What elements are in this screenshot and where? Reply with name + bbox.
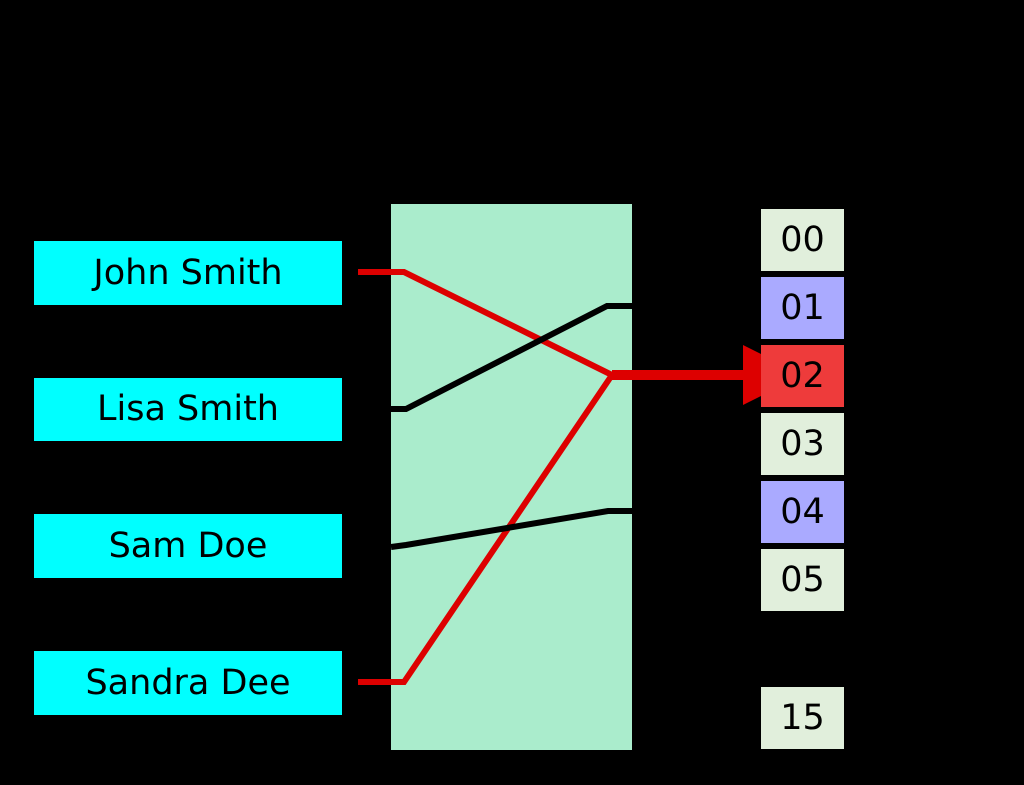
bucket-cell-02[interactable]: 02 bbox=[761, 345, 844, 407]
bucket-cell-00[interactable]: 00 bbox=[761, 209, 844, 271]
bucket-cell-label: 00 bbox=[780, 219, 825, 260]
bucket-cell-label: 03 bbox=[780, 423, 825, 464]
key-box-john-smith[interactable]: John Smith bbox=[34, 241, 342, 305]
bucket-cell-label: 01 bbox=[780, 287, 825, 328]
bucket-cell-05[interactable]: 05 bbox=[761, 549, 844, 611]
sandra-dee-to-junction bbox=[358, 373, 615, 685]
bucket-cell-label: 05 bbox=[780, 559, 825, 600]
sam-doe-link bbox=[390, 508, 632, 550]
key-box-label: Sam Doe bbox=[108, 525, 268, 566]
bucket-cell-15[interactable]: 15 bbox=[761, 687, 844, 749]
bucket-cell-label: 15 bbox=[780, 697, 825, 738]
bucket-cell-01[interactable]: 01 bbox=[761, 277, 844, 339]
hash-function-box bbox=[391, 204, 632, 750]
bucket-cell-label: 04 bbox=[780, 491, 825, 532]
lisa-smith-link bbox=[391, 303, 632, 412]
key-box-lisa-smith[interactable]: Lisa Smith bbox=[34, 378, 342, 441]
bucket-cell-03[interactable]: 03 bbox=[761, 413, 844, 475]
key-box-sandra-dee[interactable]: Sandra Dee bbox=[34, 651, 342, 715]
bucket-cell-04[interactable]: 04 bbox=[761, 481, 844, 543]
key-box-label: Sandra Dee bbox=[85, 662, 291, 703]
key-box-label: John Smith bbox=[93, 252, 283, 293]
key-box-label: Lisa Smith bbox=[97, 389, 279, 429]
bucket-cell-label: 02 bbox=[780, 355, 825, 396]
key-box-sam-doe[interactable]: Sam Doe bbox=[34, 514, 342, 578]
